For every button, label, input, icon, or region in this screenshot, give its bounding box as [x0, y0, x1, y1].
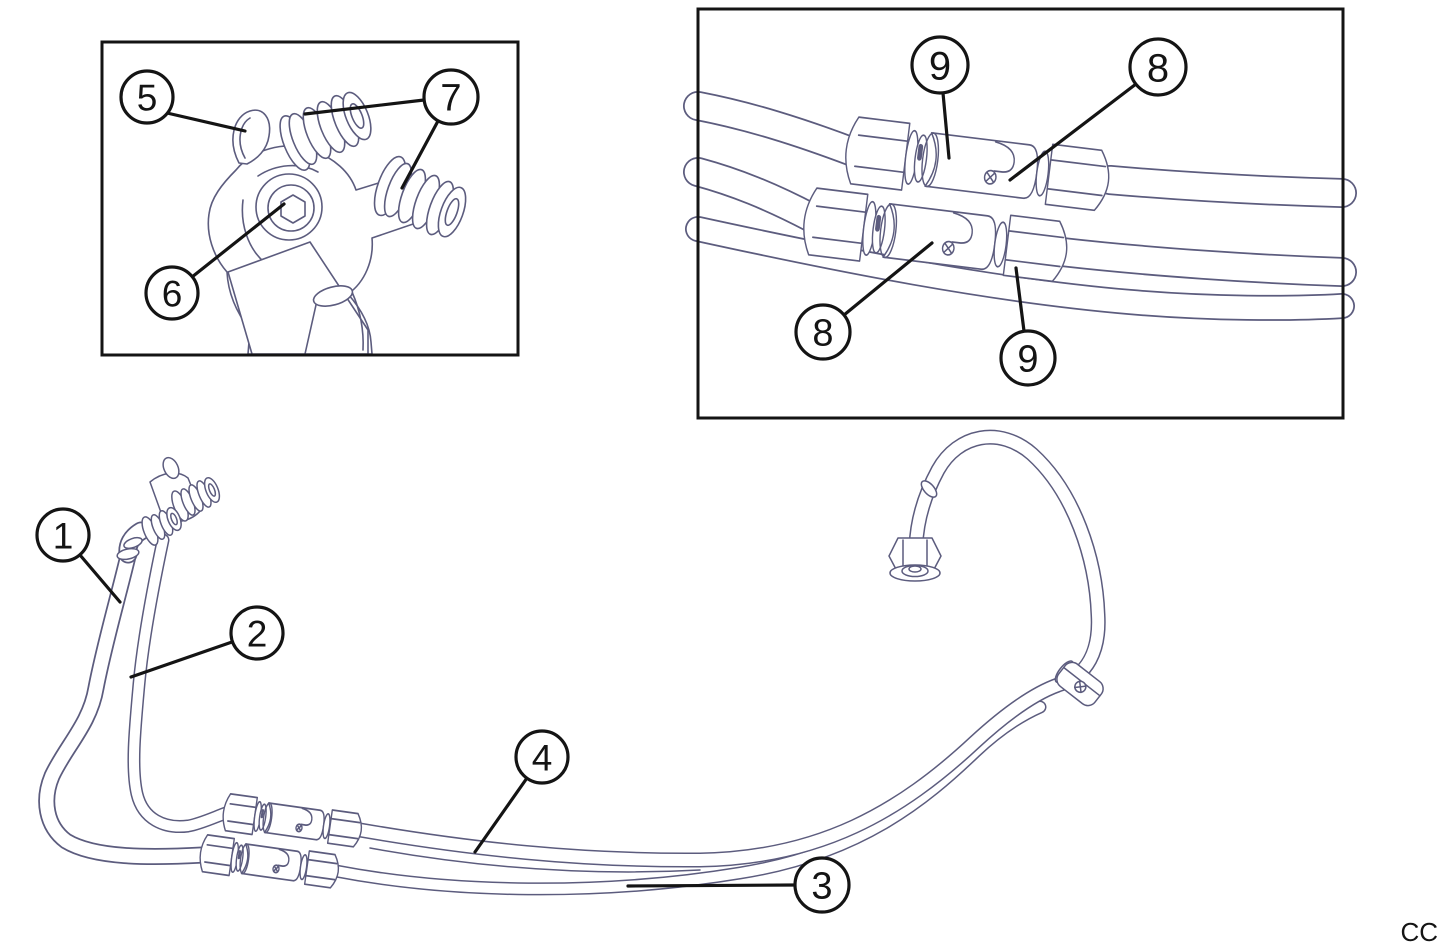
banjo-tab	[162, 456, 180, 480]
callout-number: 4	[532, 737, 553, 778]
callout-number: 6	[162, 273, 183, 314]
callout-number: 7	[440, 78, 461, 120]
callout-leader	[400, 119, 440, 190]
upper-banjo-bolt	[171, 476, 221, 522]
callout-leader	[473, 776, 529, 854]
callout-circle	[422, 68, 480, 126]
fitting-elbow-ring	[312, 285, 354, 307]
callout-number: 8	[1147, 46, 1169, 90]
callout-leader	[190, 202, 286, 279]
inset-fitting-art	[207, 91, 467, 355]
hose-4-bundle	[336, 437, 1098, 889]
callout-circle	[229, 605, 285, 661]
callout-circle	[514, 729, 570, 785]
callout-leader	[303, 98, 426, 116]
lower-hose-right	[1062, 252, 1342, 272]
callout-circle	[144, 265, 200, 321]
callout-leader	[129, 640, 234, 679]
right-thread-stack	[373, 155, 467, 238]
callout-circle	[793, 856, 851, 914]
banjo-bolt-hex-socket	[280, 194, 306, 224]
callout-1: 1	[35, 507, 122, 604]
callout-circle	[910, 35, 970, 95]
callout-number: 2	[247, 613, 268, 654]
elbow-fitting	[116, 531, 143, 561]
callout-8: 8	[794, 241, 934, 361]
callout-9: 9	[999, 266, 1057, 387]
hose-2	[134, 540, 226, 827]
flare-nut-fitting	[888, 480, 942, 582]
callout-circle	[1128, 37, 1188, 97]
copper-washer-tab-line	[239, 117, 251, 159]
callout-2: 2	[129, 605, 285, 679]
fitting-yoke-line-top	[257, 164, 319, 177]
callout-leader	[941, 91, 951, 160]
callout-leader	[626, 883, 797, 888]
inset-coupler-detail-frame	[696, 7, 1345, 420]
fitting-elbow-side	[351, 291, 364, 351]
figure-note: CC	[1400, 917, 1438, 947]
callout-circle	[999, 329, 1057, 387]
upper-hose-left	[698, 106, 853, 152]
inset-coupler-art	[698, 106, 1342, 308]
callout-number: 5	[137, 77, 158, 118]
lower-hose-left	[698, 172, 812, 218]
callout-number: 3	[811, 866, 832, 908]
callout-circle	[35, 507, 91, 563]
inset-fitting-detail-frame	[100, 40, 520, 357]
flare-nut-hole	[908, 565, 922, 573]
inset-frames-layer	[100, 7, 1345, 420]
upper-thread-stack	[279, 91, 372, 172]
main-lower-coupler	[197, 833, 342, 892]
main-assembly-art	[47, 437, 1107, 890]
callout-number: 1	[53, 515, 74, 556]
callout-3: 3	[626, 856, 851, 914]
callout-4: 4	[473, 729, 570, 854]
callout-number: 9	[1017, 339, 1038, 381]
callouts-layer: 5 7 6 9 8 8 9 1 2 4 3	[35, 35, 1188, 914]
callout-leader	[842, 241, 934, 317]
callout-circle	[794, 303, 852, 361]
callout-7: 7	[303, 68, 480, 190]
callout-6: 6	[144, 202, 286, 321]
callout-5: 5	[119, 69, 247, 133]
callout-circle	[119, 69, 175, 125]
fitting-elbow-line	[304, 295, 319, 355]
callout-9: 9	[910, 35, 970, 160]
main-upper-coupler	[220, 792, 365, 851]
bundle-inner-line	[369, 847, 701, 873]
hose-clamp	[1054, 660, 1104, 707]
callout-number: 8	[812, 313, 833, 355]
callout-number: 9	[929, 44, 951, 88]
callout-leader	[1008, 82, 1138, 182]
hose-1	[47, 556, 203, 857]
upper-hose-right	[1110, 180, 1342, 193]
callout-leader	[1014, 266, 1026, 333]
lower-banjo-bolt	[141, 506, 182, 546]
callout-leader	[78, 553, 122, 604]
banjo-fitting-cluster	[116, 456, 221, 561]
callout-leader	[165, 111, 247, 133]
callout-8: 8	[1008, 37, 1188, 182]
fitting-bracket-plate	[227, 241, 369, 355]
crimp-ring	[920, 480, 938, 498]
